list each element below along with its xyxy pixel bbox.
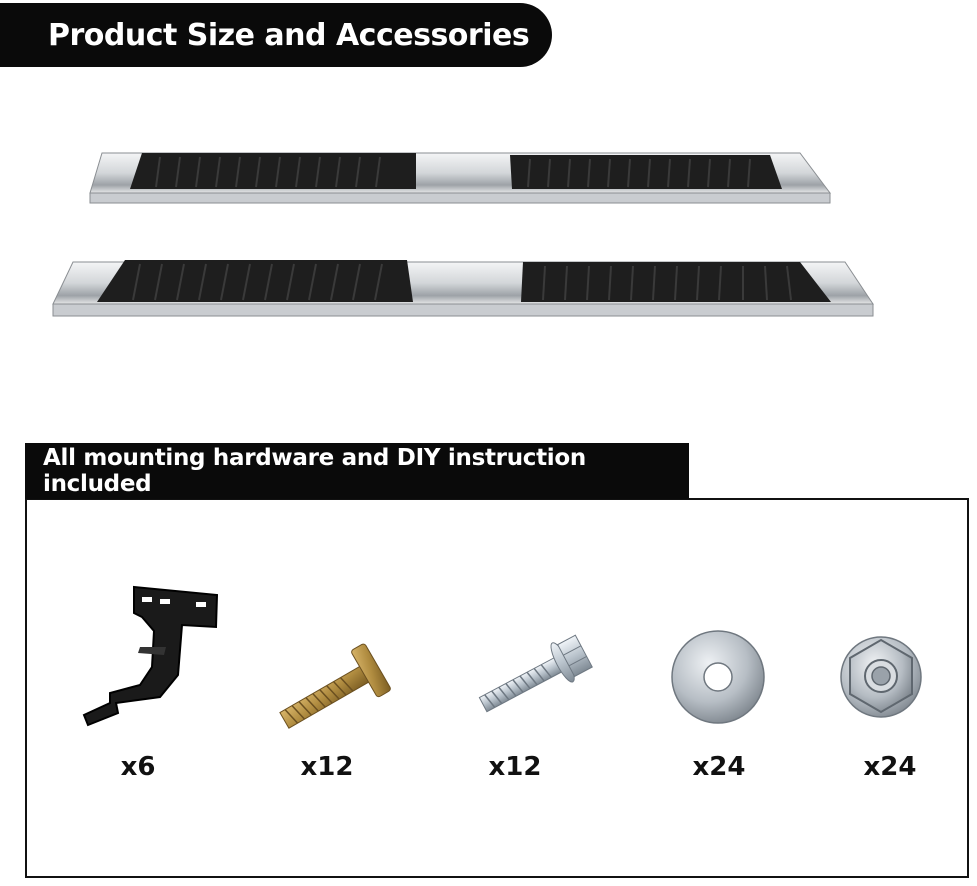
hardware-panel	[25, 498, 969, 878]
t-bolt-icon	[279, 643, 391, 729]
running-board-top	[89, 152, 831, 204]
page-title: Product Size and Accessories	[48, 17, 530, 53]
washer-icon	[671, 630, 765, 724]
flange-bolt-qty: x12	[488, 752, 542, 782]
running-board-bottom	[52, 260, 874, 317]
hardware-banner: All mounting hardware and DIY instructio…	[25, 443, 689, 499]
t-bolt-qty: x12	[300, 752, 354, 782]
hardware-title: All mounting hardware and DIY instructio…	[43, 445, 586, 497]
flange-bolt-icon	[478, 634, 593, 713]
flange-nut-icon	[840, 636, 922, 718]
bracket-icon	[82, 585, 219, 727]
washer-qty: x24	[692, 752, 746, 782]
product-size-banner: Product Size and Accessories	[0, 3, 552, 67]
bracket-qty: x6	[120, 752, 156, 782]
flange-nut-qty: x24	[863, 752, 917, 782]
